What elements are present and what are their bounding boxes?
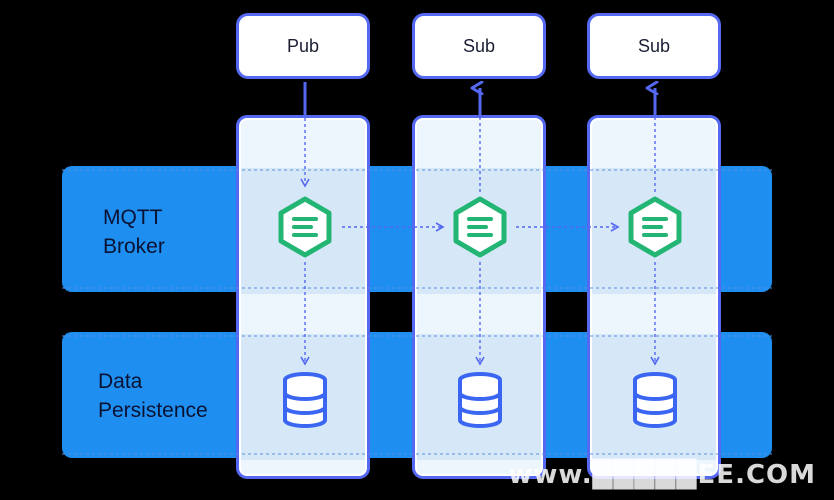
pub-client-box: Pub <box>239 16 367 76</box>
sub-client-box-1: Sub <box>415 16 543 76</box>
mqtt-broker-label: MQTT Broker <box>103 206 165 258</box>
sub-client-box-2: Sub <box>590 16 718 76</box>
database-icon <box>458 372 502 428</box>
mqtt-broker-icon <box>628 196 682 258</box>
layer-guide-lines <box>62 169 772 455</box>
mqtt-broker-icon <box>453 196 507 258</box>
data-persistence-label: Data Persistence <box>98 370 208 422</box>
watermark: www.█████EE.COM <box>508 460 816 490</box>
node-column-1 <box>239 118 367 476</box>
mqtt-broker-icon <box>278 196 332 258</box>
database-icon <box>633 372 677 428</box>
persist-arrows <box>300 262 660 366</box>
database-icon <box>283 372 327 428</box>
